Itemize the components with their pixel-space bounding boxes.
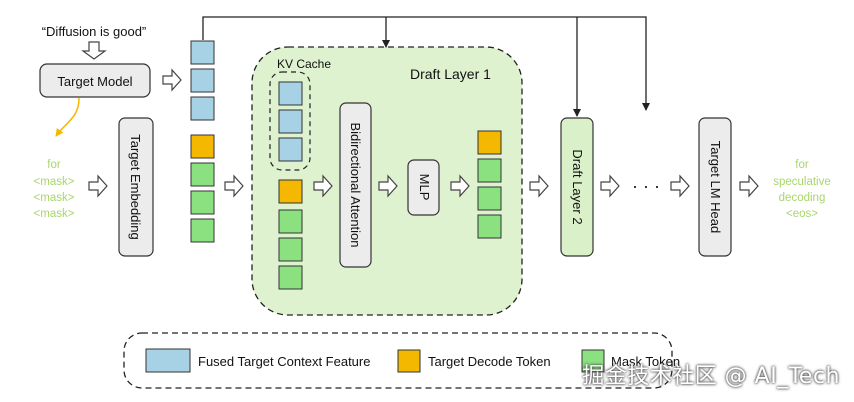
model-to-feature-arrow (162, 68, 182, 92)
right-annotation-for: for (795, 159, 809, 171)
mlp-label: MLP (417, 174, 432, 201)
kv-cache-token (278, 81, 303, 106)
left-annotation-mask-2: <mask> (34, 192, 75, 204)
draft-layer-2-label: Draft Layer 2 (570, 149, 585, 224)
right-annotation-speculative: speculative (773, 176, 831, 188)
legend-decode-label: Target Decode Token (428, 354, 551, 369)
decode-token (477, 130, 502, 155)
draft-1-to-draft-2-arrow (529, 174, 549, 198)
mask-token (190, 190, 215, 215)
mask-to-embedding-arrow (88, 174, 108, 198)
legend-mask-label: Mask Token (611, 354, 680, 369)
prompt-down-arrow (81, 41, 107, 60)
mask-token (477, 186, 502, 211)
mlp-box (407, 159, 440, 216)
mask-token (278, 209, 303, 234)
mask-token (278, 265, 303, 290)
target-model-box (39, 63, 151, 98)
mask-token (477, 158, 502, 183)
draft-layer-1-label: Draft Layer 1 (410, 66, 491, 82)
input-prompt: “Diffusion is good” (42, 24, 147, 39)
mask-token (278, 237, 303, 262)
decode-token (190, 134, 215, 159)
left-annotation-mask-1: <mask> (34, 176, 75, 188)
right-annotation-eos: <eos> (786, 208, 818, 220)
bidirectional-attention-box (339, 102, 372, 268)
attention-to-mlp-arrow (378, 174, 398, 198)
watermark: 掘金技术社区 @ AI_Tech (582, 364, 840, 389)
input-to-draft-1-arrow (224, 174, 244, 198)
kv-cache-token (278, 137, 303, 162)
bidirectional-attention-label: Bidirectional Attention (348, 122, 363, 247)
target-embedding-box (118, 117, 154, 257)
legend-fused-swatch (145, 348, 191, 373)
draft-layer-2-box (560, 117, 594, 257)
legend-mask-swatch (581, 349, 605, 373)
target-embedding-label: Target Embedding (128, 134, 143, 240)
fused-feature-token (190, 96, 215, 121)
draft-2-to-next-arrow (600, 174, 620, 198)
left-annotation-for: for (47, 159, 61, 171)
decode-token (278, 179, 303, 204)
legend-fused-label: Fused Target Context Feature (198, 354, 370, 369)
feature-broadcast-line (202, 16, 650, 111)
fused-feature-token (190, 68, 215, 93)
draft-layer-1-region (251, 46, 523, 316)
target-lm-head-box (698, 117, 732, 257)
mask-token (477, 214, 502, 239)
target-lm-head-label: Target LM Head (708, 141, 723, 234)
kv-cache-token (278, 109, 303, 134)
mask-token (190, 162, 215, 187)
left-annotation-mask-3: <mask> (34, 208, 75, 220)
decode-token-curve (55, 97, 80, 137)
kv-cache-label: KV Cache (277, 57, 331, 71)
target-model-label: Target Model (57, 74, 132, 89)
lm-head-to-output-arrow (739, 174, 759, 198)
right-annotation-decoding: decoding (779, 192, 826, 204)
fused-feature-token (190, 40, 215, 65)
mask-token (190, 218, 215, 243)
mlp-to-output-arrow (450, 174, 470, 198)
kv-cache-region (269, 71, 311, 171)
tokens-to-attention-arrow (313, 174, 333, 198)
ellipsis: · · · (632, 176, 660, 196)
legend-decode-swatch (397, 349, 421, 373)
to-lm-head-arrow (670, 174, 690, 198)
